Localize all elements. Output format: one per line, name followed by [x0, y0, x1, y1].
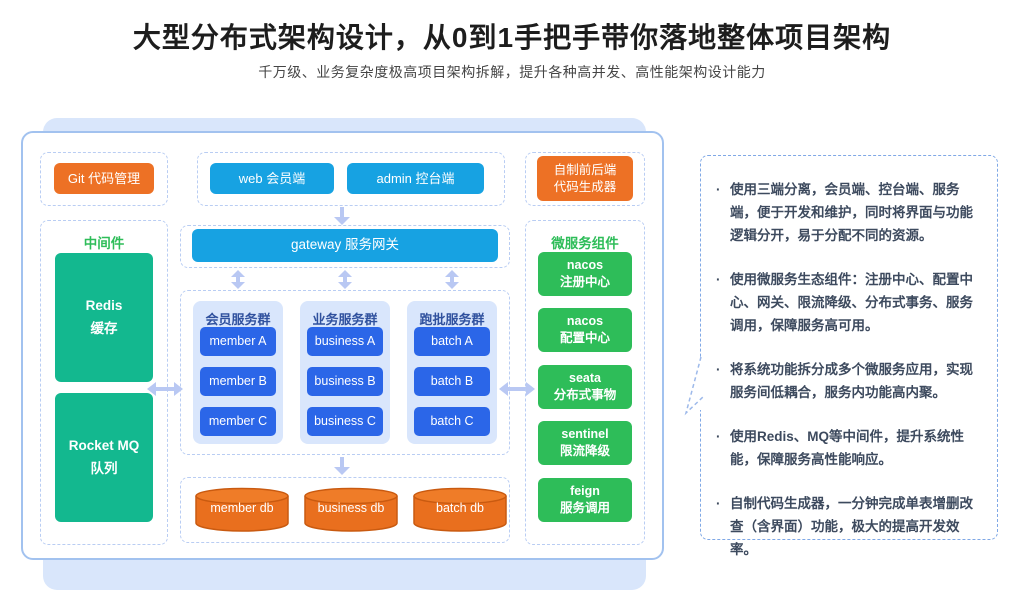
redis-node: Redis 缓存: [55, 253, 153, 382]
codegen-line2: 代码生成器: [553, 179, 617, 194]
node-line1: nacos: [566, 314, 604, 329]
redis-line1: Redis: [85, 297, 123, 313]
note-item: · 使用Redis、MQ等中间件，提升系统性能，保障服务高性能响应。: [716, 425, 982, 471]
codegen-node: 自制前后端 代码生成器: [537, 156, 633, 201]
group-title: 跑批服务群: [419, 312, 485, 327]
notes-list: · 使用三端分离，会员端、控台端、服务端，便于开发和维护，同时将界面与功能逻辑分…: [716, 178, 982, 582]
feign-node: feign 服务调用: [538, 478, 632, 522]
business-db-node: business db: [303, 487, 399, 533]
gateway-dashed-box: [180, 225, 510, 268]
bullet-icon: ·: [716, 429, 721, 444]
business-service-group: 业务服务群 business A business B business C: [300, 301, 390, 444]
node-line2: 注册中心: [559, 275, 610, 289]
group-title: 会员服务群: [205, 312, 271, 327]
microservices-title: 微服务组件: [551, 236, 619, 251]
bullet-icon: ·: [716, 182, 721, 197]
node-line2: 分布式事物: [553, 388, 617, 402]
note-item: · 自制代码生成器，一分钟完成单表增删改查（含界面）功能，极大的提高开发效率。: [716, 492, 982, 561]
databases-dashed-box: [180, 477, 510, 543]
middleware-title: 中间件: [83, 236, 125, 251]
node-line1: sentinel: [561, 427, 609, 442]
member-db-node: member db: [194, 487, 290, 533]
note-item: · 将系统功能拆分成多个微服务应用，实现服务间低耦合，服务内功能高内聚。: [716, 358, 982, 404]
redis-line2: 缓存: [90, 320, 118, 336]
batch-b-node: batch B: [414, 367, 490, 396]
db-label: member db: [210, 501, 274, 515]
notes-panel: [700, 155, 998, 540]
business-a-node: business A: [307, 327, 383, 356]
batch-c-node: batch C: [414, 407, 490, 436]
seata-node: seata 分布式事物: [538, 365, 632, 409]
page-title: 大型分布式架构设计，从0到1手把手带你落地整体项目架构: [132, 22, 892, 53]
note-text: 使用三端分离，会员端、控台端、服务端，便于开发和维护，同时将界面与功能逻辑分开，…: [730, 182, 973, 243]
git-dashed-box: [40, 152, 168, 206]
batch-a-node: batch A: [414, 327, 490, 356]
member-service-group: 会员服务群 member A member B member C: [193, 301, 283, 444]
note-item: · 使用三端分离，会员端、控台端、服务端，便于开发和维护，同时将界面与功能逻辑分…: [716, 178, 982, 247]
rocketmq-line1: Rocket MQ: [68, 437, 140, 453]
notes-tail-gap: [698, 358, 702, 410]
codegen-line1: 自制前后端: [553, 162, 617, 177]
bullet-icon: ·: [716, 362, 721, 377]
node-line2: 服务调用: [559, 501, 610, 515]
rocketmq-node: Rocket MQ 队列: [55, 393, 153, 522]
microservices-dashed-box: [525, 220, 645, 545]
database-cylinder-icon: [304, 487, 398, 532]
bullet-icon: ·: [716, 272, 721, 287]
business-b-node: business B: [307, 367, 383, 396]
batch-service-group: 跑批服务群 batch A batch B batch C: [407, 301, 497, 444]
page-subtitle: 千万级、业务复杂度极高项目架构拆解，提升各种高并发、高性能架构设计能力: [258, 64, 766, 80]
rocketmq-line2: 队列: [90, 460, 118, 476]
group-title: 业务服务群: [312, 312, 378, 327]
member-c-node: member C: [200, 407, 276, 436]
gateway-node: gateway 服务网关: [192, 229, 498, 262]
member-b-node: member B: [200, 367, 276, 396]
db-label: batch db: [436, 501, 484, 515]
node-line1: feign: [570, 484, 600, 499]
service-groups-dashed-box: [180, 290, 510, 455]
database-cylinder-icon: [195, 487, 289, 532]
bullet-icon: ·: [716, 496, 721, 511]
database-cylinder-icon: [413, 487, 507, 532]
note-item: · 使用微服务生态组件：注册中心、配置中心、网关、限流降级、分布式事务、服务调用…: [716, 268, 982, 337]
node-line2: 限流降级: [559, 444, 610, 458]
nacos-registry-node: nacos 注册中心: [538, 252, 632, 296]
middleware-dashed-box: [40, 220, 168, 545]
node-line2: 配置中心: [559, 331, 610, 345]
business-c-node: business C: [307, 407, 383, 436]
git-node: Git 代码管理: [54, 163, 154, 194]
sentinel-node: sentinel 限流降级: [538, 421, 632, 465]
note-text: 使用Redis、MQ等中间件，提升系统性能，保障服务高性能响应。: [730, 429, 965, 467]
node-line1: seata: [569, 371, 601, 386]
batch-db-node: batch db: [412, 487, 508, 533]
db-label: business db: [317, 501, 385, 515]
nacos-config-node: nacos 配置中心: [538, 308, 632, 352]
web-client-node: web 会员端: [210, 163, 334, 194]
node-line1: nacos: [566, 258, 604, 273]
clients-dashed-box: [197, 152, 505, 206]
member-a-node: member A: [200, 327, 276, 356]
note-text: 将系统功能拆分成多个微服务应用，实现服务间低耦合，服务内功能高内聚。: [730, 362, 973, 400]
note-text: 使用微服务生态组件：注册中心、配置中心、网关、限流降级、分布式事务、服务调用，保…: [730, 272, 973, 333]
admin-client-node: admin 控台端: [347, 163, 484, 194]
note-text: 自制代码生成器，一分钟完成单表增删改查（含界面）功能，极大的提高开发效率。: [730, 496, 973, 557]
codegen-dashed-box: [525, 152, 645, 206]
